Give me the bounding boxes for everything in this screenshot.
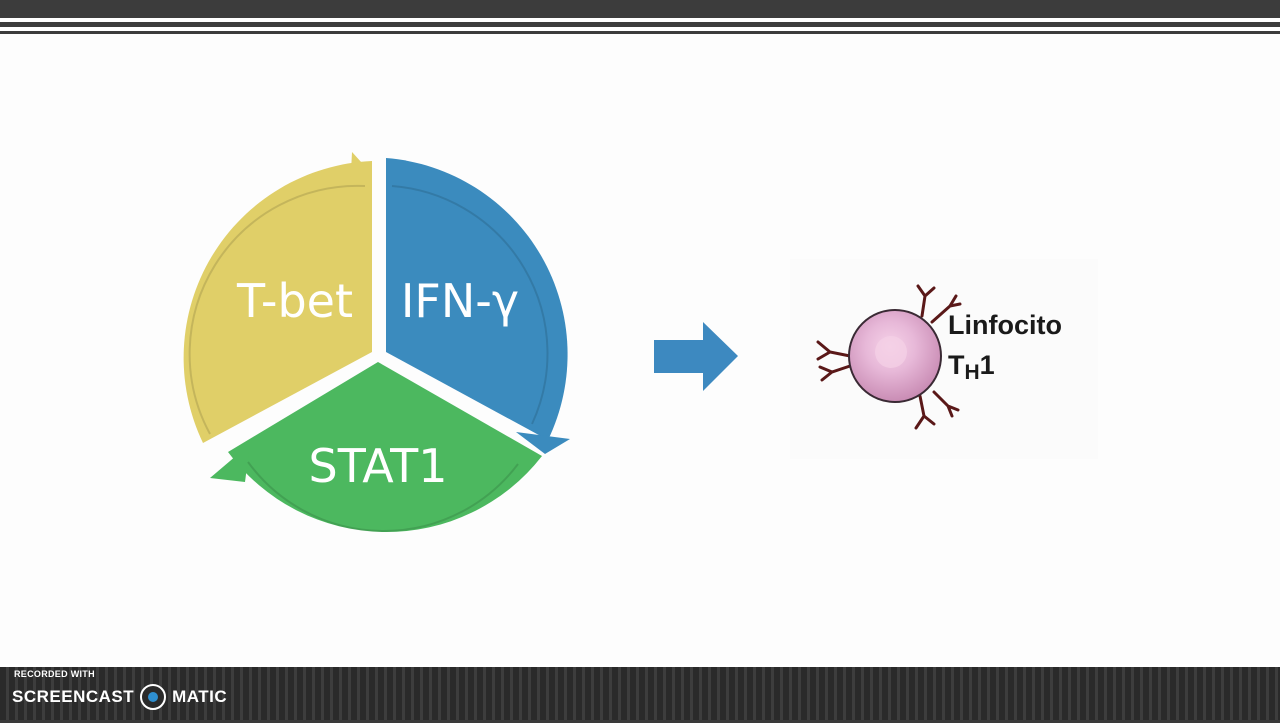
cell-illustration-panel [790, 259, 1098, 459]
diagram: T-bet IFN-γ STAT1 Linfocito TH1 [183, 152, 1098, 533]
cycle-arrowhead-ifn-gamma [516, 432, 570, 454]
top-frame-line [0, 18, 1280, 22]
cycle-label-stat1: STAT1 [309, 439, 448, 493]
cycle-inner-arc-stat1 [247, 461, 519, 533]
cell-nucleus [875, 336, 907, 368]
brand-logo-icon [140, 684, 167, 710]
cell-label-line2: TH1 [948, 350, 995, 384]
cell-label-line1: Linfocito [948, 310, 1062, 340]
slide-canvas: T-bet IFN-γ STAT1 Linfocito TH1 [0, 34, 1280, 664]
cell-label-subscript-h: H [965, 361, 980, 384]
brand-text-right: MATIC [172, 687, 228, 706]
top-frame-line-2 [0, 27, 1280, 31]
cycle-label-t-bet: T-bet [236, 274, 353, 328]
cycle-inner-arc-t-bet [188, 184, 366, 435]
cycle-arrowhead-t-bet [350, 152, 372, 192]
brand-text-left: SCREENCAST [12, 687, 135, 706]
cycle-label-ifn-gamma: IFN-γ [401, 274, 519, 328]
cycle-arrowhead-stat1 [210, 444, 250, 482]
cell-receptors [816, 284, 962, 430]
cycle-segment-t-bet [183, 161, 372, 443]
cycle-segment-stat1 [228, 362, 542, 533]
brand-row: SCREENCAST MATIC [12, 683, 227, 711]
cell-label-one: 1 [980, 350, 995, 380]
cell-label-t: T [948, 350, 965, 380]
recorded-with-label: RECORDED WITH [14, 669, 95, 679]
bottom-watermark-bar: RECORDED WITH SCREENCAST MATIC [0, 664, 1280, 720]
cycle-segment-ifn-gamma [386, 158, 568, 440]
brand-logo-dot-icon [148, 692, 159, 702]
block-arrow-right [654, 322, 738, 391]
cycle-inner-arc-ifn-gamma [391, 185, 549, 425]
